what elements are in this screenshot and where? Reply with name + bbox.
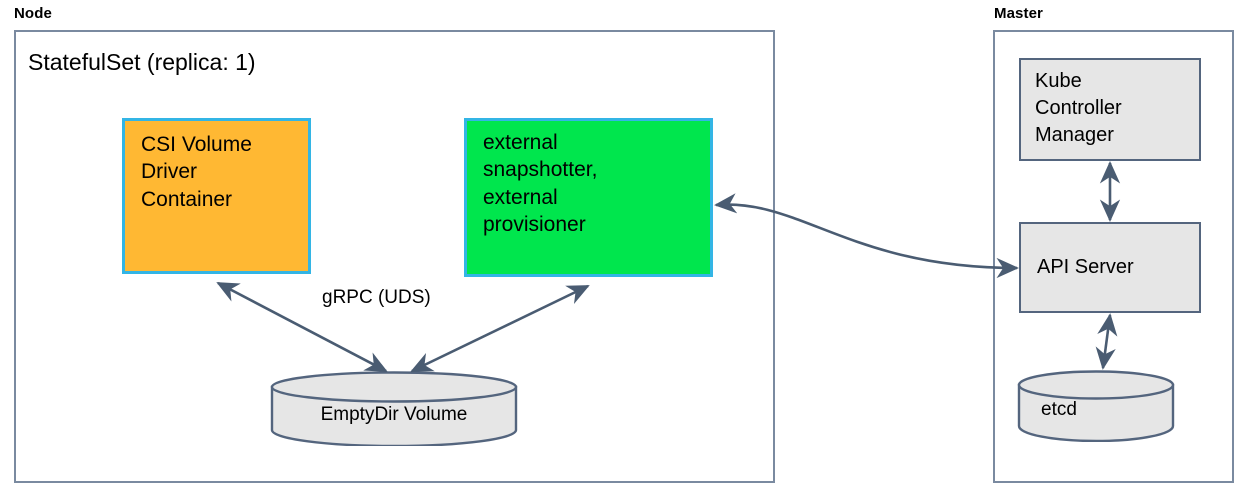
api-server-label: API Server xyxy=(1037,256,1134,279)
kube-controller-manager-box[interactable]: Kube Controller Manager xyxy=(1019,58,1201,161)
cylinder-shape xyxy=(270,371,518,446)
sidecar-line-2: snapshotter, xyxy=(483,158,598,182)
etcd-cylinder[interactable]: etcd xyxy=(1017,370,1175,442)
emptydir-volume-cylinder[interactable]: EmptyDir Volume xyxy=(270,371,518,446)
cylinder-shape xyxy=(1017,370,1175,442)
api-server-box[interactable]: API Server xyxy=(1019,222,1201,313)
sidecar-line-1: external xyxy=(483,131,558,154)
master-group-label: Master xyxy=(994,5,1043,22)
sidecar-line-3: external xyxy=(483,185,558,209)
csi-volume-driver-container-box[interactable]: CSI Volume Driver Container xyxy=(122,118,311,274)
statefulset-title: StatefulSet (replica: 1) xyxy=(28,49,256,75)
grpc-uds-edge-label: gRPC (UDS) xyxy=(322,287,431,308)
node-group-label: Node xyxy=(14,5,52,22)
kcm-line-1: Kube xyxy=(1035,70,1082,92)
csi-driver-line-1: CSI Volume xyxy=(141,133,252,156)
kcm-line-3: Manager xyxy=(1035,123,1114,146)
csi-driver-line-2: Driver xyxy=(141,160,197,184)
external-sidecars-box[interactable]: external snapshotter, external provision… xyxy=(464,118,713,277)
kcm-line-2: Controller xyxy=(1035,96,1122,119)
csi-driver-line-3: Container xyxy=(141,187,233,211)
sidecar-line-4: provisioner xyxy=(483,212,586,236)
